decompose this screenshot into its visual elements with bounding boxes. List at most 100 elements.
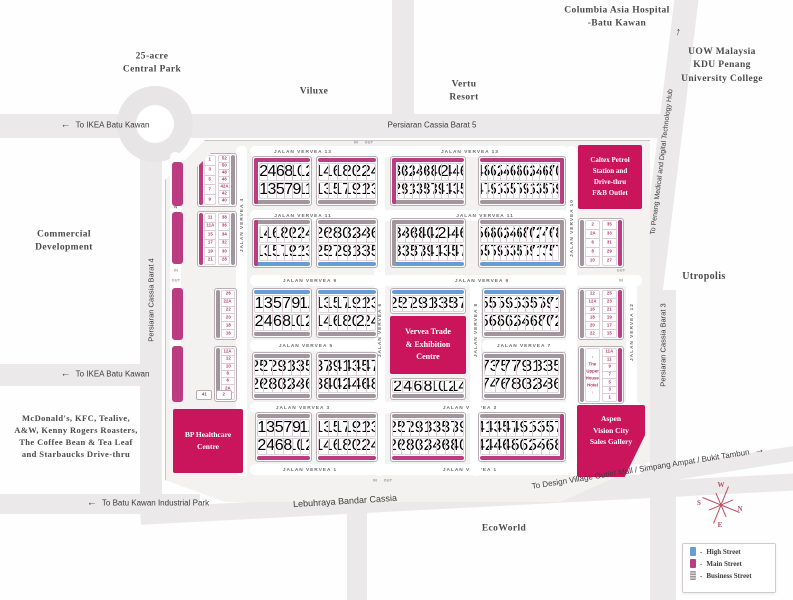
lot-cell: 8: [423, 381, 434, 392]
lot-number: 22: [225, 307, 231, 313]
lot-cell: 58: [488, 226, 494, 242]
lot-number: 62: [527, 164, 533, 180]
label-persiaran-cassia-barat-4: Persiaran Cassia Barat 4: [147, 258, 156, 341]
lot-number: 45: [357, 360, 366, 375]
lot-rows: 252729313335262830323436: [254, 359, 310, 393]
lot-row: 2468101214: [392, 380, 464, 393]
lot-number: 33: [292, 360, 300, 375]
lot-cell: 15: [205, 230, 215, 239]
lot-cell: 49: [488, 182, 494, 198]
lot-number: 21: [357, 296, 366, 312]
lot-cell: 3: [268, 182, 277, 198]
lot-number: 28: [221, 258, 227, 263]
lot-cell: 42A: [442, 164, 450, 180]
legend-item: -Business Street: [690, 571, 775, 580]
lot-number: 27: [264, 360, 272, 375]
lot-cell: 12: [222, 355, 234, 362]
lot-cell: 40: [219, 197, 229, 204]
lot-block: 131517192123141618202224: [316, 412, 378, 462]
lot-cell: 33: [398, 244, 407, 260]
lot-cell: 9: [293, 420, 302, 436]
lot-cell: 6: [273, 314, 283, 330]
left-strip-business: [580, 220, 584, 266]
lot-cell: 22: [586, 329, 599, 337]
lot-cell: 35: [603, 221, 616, 229]
lot-number: 61: [527, 183, 533, 199]
lot-number: 34: [398, 226, 405, 242]
building-label: Vision City: [593, 425, 629, 435]
lot-number: 29: [398, 183, 404, 199]
lot-number: 72: [551, 315, 558, 331]
lot-cell: 43: [490, 420, 499, 436]
lot-cell: 4: [264, 314, 274, 330]
lot-number: 2: [260, 164, 269, 180]
label-line: The Coffee Bean & Tea Leaf: [19, 437, 133, 447]
lot-number: 22A: [357, 315, 366, 331]
label-line: Central Park: [122, 65, 182, 75]
label-line: Development: [35, 243, 93, 253]
lot-number: 47: [481, 183, 487, 199]
lot-cell: 85: [548, 360, 558, 375]
lot-cell: 26: [255, 377, 265, 392]
lot-cell: 36: [219, 221, 229, 231]
street-jalan-vervea-11: [250, 210, 568, 221]
lot-number: 25: [319, 245, 328, 261]
lot-cell: 15: [268, 244, 277, 260]
lot-number: 9: [292, 420, 301, 436]
lot-number: 8: [282, 314, 292, 331]
lot-cell: 27: [264, 360, 274, 375]
compass-label: N: [737, 505, 743, 513]
lot-cell: 52: [524, 438, 534, 454]
lot-cell: 41: [431, 244, 440, 260]
lot-number: 30: [221, 249, 227, 254]
lot-cell: 1: [255, 296, 265, 312]
lot-cell: 37: [446, 420, 456, 436]
lot-cell: 33: [603, 229, 616, 238]
lot-number: 24: [367, 315, 376, 331]
lot-number: 18: [590, 315, 595, 321]
left-strip-business: [216, 290, 220, 338]
road-label-text: Persiaran Cassia Barat 4: [146, 258, 156, 342]
lot-cell: 38: [415, 226, 423, 242]
lot-number: 51: [494, 183, 500, 199]
lot-cell: 5: [273, 296, 283, 312]
lot-number: 33: [357, 245, 366, 261]
arrow-right-icon: →: [670, 25, 684, 39]
lot-cell: 33: [413, 182, 420, 198]
lot-number: 70: [543, 315, 550, 331]
lot-cell: 50: [516, 438, 525, 454]
lot-number: 11A: [301, 420, 309, 436]
lot-cell: 48: [219, 169, 229, 176]
label-utropolis: Utropolis: [682, 270, 725, 284]
lot-cell: 31: [283, 360, 292, 375]
lot-number: 1: [608, 395, 611, 400]
lot-number: 44: [490, 439, 498, 455]
lot-number: 69: [553, 183, 559, 199]
lot-number: 75: [546, 245, 552, 261]
lot-number: 55: [485, 296, 492, 312]
lot-cell: 45: [498, 420, 508, 436]
bottom-strip-business: [254, 332, 310, 336]
street-jalan-vervea-4: [236, 146, 247, 476]
lot-number: 63: [507, 245, 513, 261]
lot-cell: 52: [219, 156, 229, 162]
lot-number: 2: [393, 381, 403, 392]
lot-number: 66: [514, 226, 520, 242]
lot-number: 15: [607, 331, 612, 336]
lot-cell: 17: [205, 238, 215, 248]
legend-label: Main Street: [706, 559, 742, 568]
lot-cell: 18: [338, 314, 348, 330]
lot-cell: 78: [506, 377, 517, 392]
lot-cell: 15: [603, 329, 616, 337]
lot-block: 141618202224131517192123: [316, 156, 378, 206]
lot-number: 1: [260, 182, 269, 199]
lot-number: 68: [534, 315, 541, 331]
lot-block: 2468101214: [390, 378, 466, 400]
in-out-marker: IN: [372, 479, 378, 483]
lot-cell: 76: [496, 377, 507, 392]
label-line: EcoWorld: [481, 523, 527, 534]
